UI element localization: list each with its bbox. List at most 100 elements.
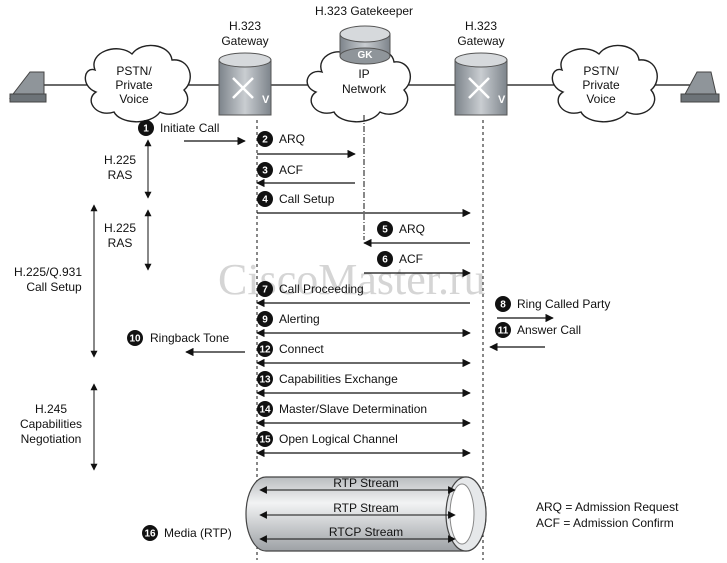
step-14-label: Master/Slave Determination [279,402,427,416]
step-13-badge: 13 [257,371,273,387]
step-3-badge: 3 [257,162,273,178]
step-12-badge: 12 [257,341,273,357]
step-8-label: Ring Called Party [517,297,610,311]
step-11-label: Answer Call [517,323,581,337]
gatekeeper-icon: GK [339,25,391,65]
step-7-label: Call Proceeding [279,282,364,296]
step-11-badge: 11 [495,322,511,338]
step-badge-circle [257,281,273,297]
step-badge-circle [257,371,273,387]
step-8-badge: 8 [495,296,511,312]
gateway-left-label-1: H.323 [229,19,261,33]
step-badge-number: 1 [143,124,149,135]
step-4-badge: 4 [257,191,273,207]
step-6-badge: 6 [377,251,393,267]
step-badge-number: 5 [382,225,388,236]
phase-h245-line2: Capabilities [20,417,82,431]
step-badge-number: 7 [262,285,268,296]
step-badge-circle [257,131,273,147]
gatekeeper-gk-text: GK [358,50,374,61]
step-badge-circle [495,296,511,312]
step-9-label: Alerting [279,312,320,326]
step-badge-number: 4 [262,195,268,206]
step-badge-number: 14 [259,405,271,416]
step-14-badge: 14 [257,401,273,417]
step-5-label: ARQ [399,222,425,236]
step-badge-number: 15 [259,435,271,446]
step-badge-circle [138,120,154,136]
step-badge-number: 9 [262,315,268,326]
step-badge-circle [257,431,273,447]
step-badge-circle [127,330,143,346]
step-badge-number: 11 [498,326,509,337]
step-badge-number: 16 [144,529,156,540]
step-badge-circle [257,162,273,178]
watermark: CiscoMaster.ru [218,255,486,304]
step-4-label: Call Setup [279,192,335,206]
step-badge-circle [257,401,273,417]
gateway-right-label-1: H.323 [465,19,497,33]
step-15-badge: 15 [257,431,273,447]
step-badge-number: 2 [262,135,268,146]
step-5-badge: 5 [377,221,393,237]
cloud-ip-line2: Network [342,82,387,96]
step-2-label: ARQ [279,132,305,146]
cloud-right: PSTN/ Private Voice [551,44,658,123]
cloud-right-line1: PSTN/ [583,64,619,78]
step-15-label: Open Logical Channel [279,432,398,446]
media-stream-3-label: RTCP Stream [329,525,403,539]
step-9-badge: 9 [257,311,273,327]
phase-h245-line3: Negotiation [21,432,82,446]
step-badge-circle [257,191,273,207]
gateway-left-label-2: Gateway [221,34,268,48]
cloud-left-line2: Private [115,78,153,92]
phase-call-setup-line1: H.225/Q.931 [14,265,82,279]
step-12-label: Connect [279,342,324,356]
step-badge-circle [257,341,273,357]
legend-acf: ACF = Admission Confirm [536,516,674,530]
step-badge-number: 8 [500,300,506,311]
cloud-left-line3: Voice [119,92,149,106]
step-badge-number: 10 [129,334,141,345]
phone-right-icon [680,71,720,103]
phase-ras2-line2: RAS [108,236,133,250]
cloud-ip-network: IP Network [306,48,412,123]
media-stream-1-label: RTP Stream [333,476,399,490]
step-badge-number: 6 [382,255,388,266]
step-6-label: ACF [399,252,423,266]
step-badge-circle [495,322,511,338]
phase-ras2-line1: H.225 [104,221,136,235]
phone-left-icon [8,71,47,103]
phase-call-setup-line2: Call Setup [26,280,82,294]
step-3-label: ACF [279,163,303,177]
phase-h245-line1: H.245 [35,402,67,416]
step-16-badge: 16 [142,525,158,541]
gateway-right-label-2: Gateway [457,34,504,48]
gateway-left-v: V [262,94,270,106]
step-2-badge: 2 [257,131,273,147]
step-badge-number: 3 [262,166,268,177]
cloud-right-line3: Voice [586,92,616,106]
cloud-left-line1: PSTN/ [116,64,152,78]
gateway-left-icon: V [218,52,272,116]
step-13-label: Capabilities Exchange [279,372,398,386]
step-10-badge: 10 [127,330,143,346]
phase-ras1-line1: H.225 [104,153,136,167]
cloud-left: PSTN/ Private Voice [84,44,191,123]
step-badge-circle [377,251,393,267]
legend-arq: ARQ = Admission Request [536,500,679,514]
step-16-label: Media (RTP) [164,526,232,540]
step-10-label: Ringback Tone [150,331,229,345]
gateway-right-v: V [498,94,506,106]
step-badge-number: 12 [259,345,271,356]
step-badge-circle [377,221,393,237]
media-stream-2-label: RTP Stream [333,501,399,515]
step-badge-number: 13 [259,375,271,386]
step-7-badge: 7 [257,281,273,297]
phase-ras1-line2: RAS [108,168,133,182]
step-badge-circle [142,525,158,541]
cloud-right-line2: Private [582,78,620,92]
step-1-label: Initiate Call [160,121,219,135]
gateway-right-icon: V [454,52,508,116]
